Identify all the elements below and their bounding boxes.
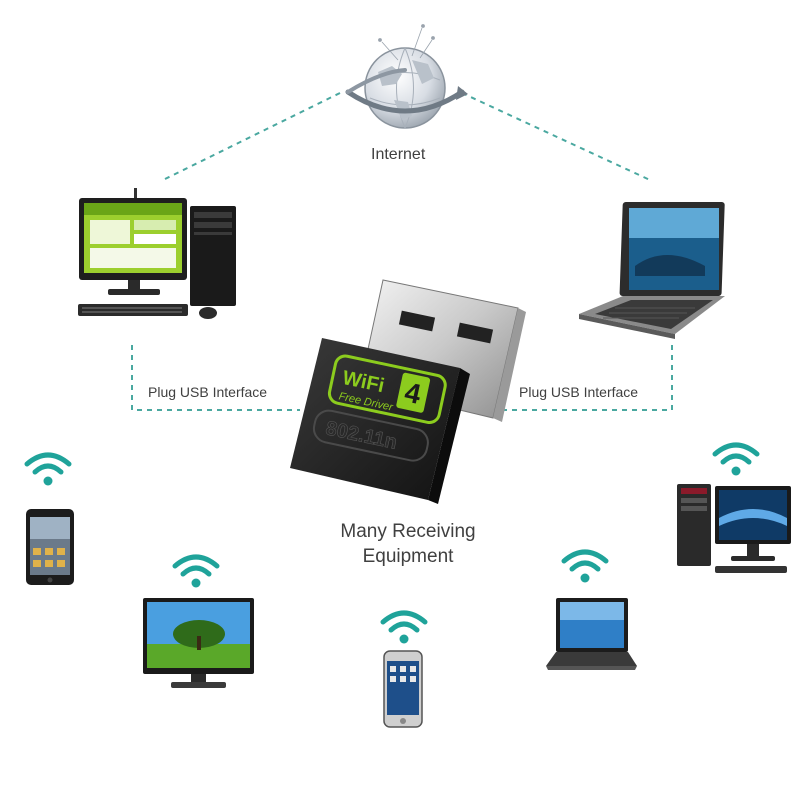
receiving-label-line1: Many Receiving [340, 521, 476, 542]
usb-interface-label-right: Plug USB Interface [519, 384, 639, 400]
receiving-equipment-label: Many Receiving Equipment [318, 519, 498, 569]
wifi-signal-icon [380, 610, 428, 644]
wifi-signal-icon [561, 549, 609, 583]
tv-icon [143, 598, 254, 688]
globe-icon [345, 24, 468, 129]
smartphone-icon [383, 650, 423, 728]
internet-label: Internet [371, 146, 426, 163]
connector-laptop-adapter [500, 345, 673, 411]
desktop-computer-icon [78, 188, 236, 319]
connector-internet-left [162, 92, 341, 181]
laptop-icon [579, 202, 725, 339]
adapter-number: 4 [402, 376, 424, 410]
tablet-icon [26, 509, 74, 585]
connector-internet-right [461, 92, 651, 181]
wifi-signal-icon [712, 442, 760, 476]
connector-desktop-adapter [131, 345, 300, 411]
usb-interface-label-left: Plug USB Interface [148, 384, 268, 400]
laptop-icon [546, 598, 637, 670]
wifi-signal-icon [172, 554, 220, 588]
wifi-signal-icon [24, 452, 72, 486]
all-in-one-pc-icon [677, 484, 791, 573]
usb-wifi-adapter-icon: WiFi 4 Free Driver 802.11n [290, 279, 526, 504]
receiving-label-line2: Equipment [362, 546, 454, 567]
